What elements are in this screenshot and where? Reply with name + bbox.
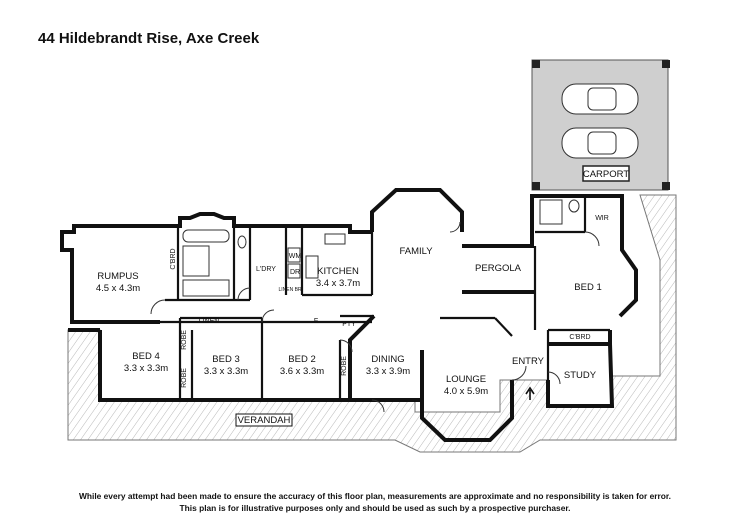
rumpus-name: RUMPUS — [97, 271, 138, 282]
bed2-robe-label: ROBE — [341, 356, 348, 376]
pergola-name: PERGOLA — [475, 263, 522, 274]
verandah-deck — [67, 194, 677, 453]
bathtub-icon — [182, 229, 230, 243]
wm-icon — [287, 247, 301, 263]
fixtures — [182, 199, 580, 400]
dining-name: DINING — [371, 354, 404, 365]
lounge-size: 4.0 x 5.9m — [444, 386, 488, 397]
study-cupboard-label: C'BRD — [569, 334, 590, 341]
pantry-label: PTY — [342, 321, 356, 328]
bed4-size: 3.3 x 3.3m — [124, 363, 168, 374]
shower-icon — [182, 245, 210, 277]
wir-label: WIR — [595, 215, 609, 222]
verandah-name: VERANDAH — [238, 415, 291, 426]
bed4-robe-label: ROBE — [181, 368, 188, 388]
bed4-name: BED 4 — [132, 351, 159, 362]
bed3-name: BED 3 — [212, 354, 239, 365]
linen-label: LINEN — [199, 318, 220, 325]
kitchen-size: 3.4 x 3.7m — [316, 278, 360, 289]
dr-label: DR — [290, 269, 300, 276]
dr-icon — [287, 263, 301, 279]
doors — [150, 221, 600, 413]
family-name: FAMILY — [399, 246, 433, 257]
stove-icon — [305, 255, 319, 279]
vanity-icon — [182, 279, 230, 297]
bed3-size: 3.3 x 3.3m — [204, 366, 248, 377]
sink-icon — [324, 233, 346, 245]
bed3-robe-label: ROBE — [181, 330, 188, 350]
entry-arrow-icon — [525, 386, 535, 400]
property-title: 44 Hildebrandt Rise, Axe Creek — [38, 30, 260, 47]
kitchen-name: KITCHEN — [317, 266, 359, 277]
study-name: STUDY — [564, 370, 597, 381]
linen-br-label: LINEN BR — [278, 287, 301, 293]
disclaimer-line-2: This plan is for illustrative purposes o… — [179, 503, 571, 513]
entry-name: ENTRY — [512, 356, 545, 367]
external-walls — [60, 188, 638, 442]
fridge-label: F — [314, 318, 318, 325]
wm-label: WM — [289, 253, 302, 260]
car-icon — [561, 127, 639, 159]
bed2-name: BED 2 — [288, 354, 315, 365]
bed1-name: BED 1 — [574, 282, 601, 293]
shower-icon — [539, 199, 563, 225]
toilet-icon — [568, 199, 580, 213]
lounge-name: LOUNGE — [446, 374, 486, 385]
rumpus-size: 4.5 x 4.3m — [96, 283, 140, 294]
rumpus-cupboard-label: C'BRD — [170, 248, 177, 269]
toilet-icon — [237, 235, 247, 249]
carport — [531, 59, 670, 191]
carport-name: CARPORT — [583, 169, 629, 180]
car-icon — [561, 83, 639, 115]
dining-size: 3.3 x 3.9m — [366, 366, 410, 377]
laundry-label: L'DRY — [256, 266, 276, 273]
bed2-size: 3.6 x 3.3m — [280, 366, 324, 377]
disclaimer-line-1: While every attempt had been made to ens… — [78, 491, 671, 501]
internal-walls — [160, 196, 610, 400]
